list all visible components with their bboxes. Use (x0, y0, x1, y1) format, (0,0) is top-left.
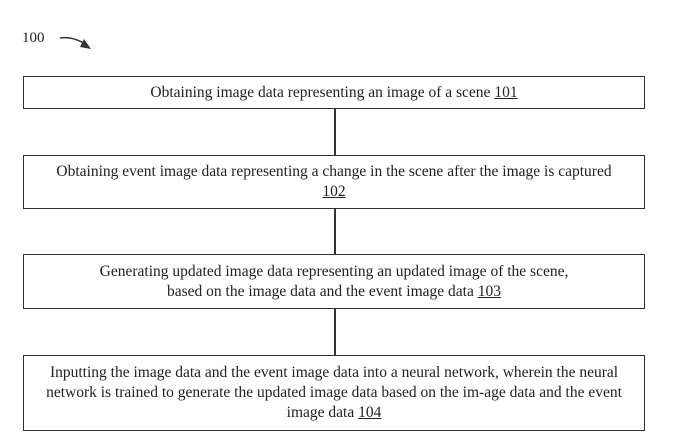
connector-line (334, 309, 336, 355)
step-box-102: Obtaining event image data representing … (23, 155, 645, 209)
connector-line (334, 109, 336, 155)
step-box-101: Obtaining image data representing an ima… (23, 76, 645, 109)
step-text: Generating updated image data representi… (99, 262, 569, 300)
step-box-103: Generating updated image data representi… (23, 254, 645, 309)
step-number: 102 (322, 183, 346, 200)
figure-reference-label: 100 (22, 30, 45, 46)
step-number: 104 (358, 404, 382, 421)
step-text: Obtaining image data representing an ima… (150, 83, 518, 101)
connector-line (334, 209, 336, 254)
step-text: Obtaining event image data representing … (56, 163, 612, 200)
step-box-104: Inputting the image data and the event i… (23, 355, 645, 431)
step-text: Inputting the image data and the event i… (46, 364, 622, 421)
step-number: 101 (494, 83, 518, 101)
step-number: 103 (477, 282, 501, 300)
reference-arrow-icon (59, 36, 91, 49)
